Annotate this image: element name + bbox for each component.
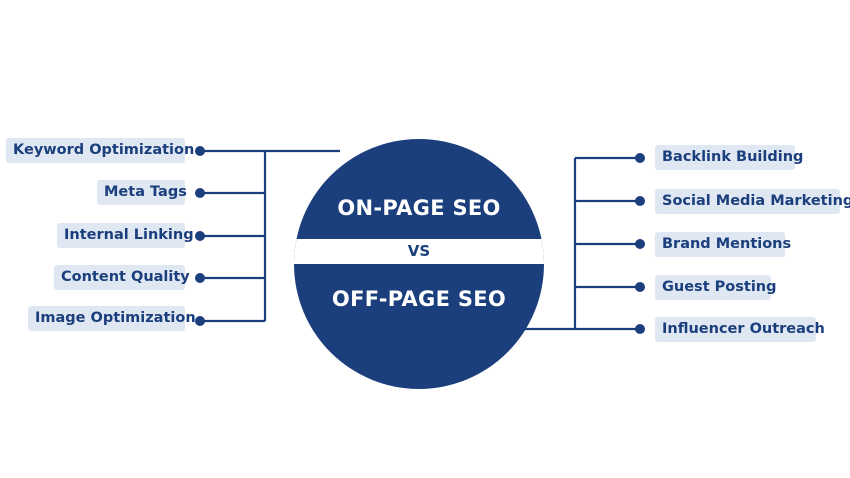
left-dots [195,146,205,326]
off-page-item-guest-posting: Guest Posting [655,275,777,300]
right-dots [635,153,645,334]
off-page-item-social-media-marketing: Social Media Marketing [655,189,850,214]
right-dot-5 [635,324,645,334]
left-dot-5 [195,316,205,326]
on-page-item-image-optimization: Image Optimization [28,306,196,331]
on-page-item-meta-tags: Meta Tags [97,180,187,205]
off-page-seo-title: OFF-PAGE SEO [331,287,507,311]
off-page-item-backlink-building: Backlink Building [655,145,803,170]
right-dot-2 [635,196,645,206]
right-dot-3 [635,239,645,249]
left-dot-4 [195,273,205,283]
left-connectors [202,149,340,323]
right-dot-4 [635,282,645,292]
left-dot-3 [195,231,205,241]
on-page-item-keyword-optimization: Keyword Optimization [6,138,194,163]
left-dot-2 [195,188,205,198]
right-connectors [505,156,639,331]
divider-band [294,239,544,264]
left-dot-1 [195,146,205,156]
right-dot-1 [635,153,645,163]
on-page-seo-title: ON-PAGE SEO [337,196,501,220]
on-page-item-content-quality: Content Quality [54,265,190,290]
vs-label: VS [407,242,431,260]
off-page-item-influencer-outreach: Influencer Outreach [655,317,825,342]
off-page-item-brand-mentions: Brand Mentions [655,232,791,257]
on-page-item-internal-linking: Internal Linking [57,223,194,248]
